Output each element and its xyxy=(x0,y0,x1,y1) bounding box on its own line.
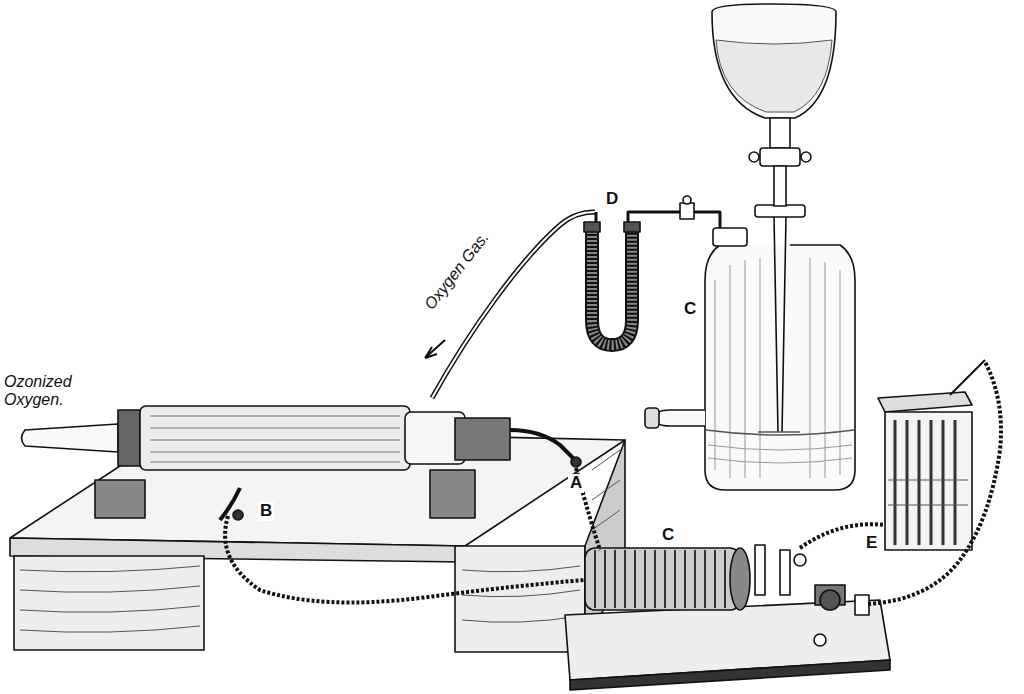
ozonizer-tube xyxy=(22,406,582,520)
part-letter: C xyxy=(660,526,676,545)
part-letter: C xyxy=(682,300,698,319)
coiled-wire xyxy=(225,362,1001,604)
rubber-tube xyxy=(432,212,595,398)
part-letter: B xyxy=(258,502,274,521)
dropping-funnel xyxy=(712,4,836,432)
gas-bottle xyxy=(645,205,855,490)
rubber-tube-highlight xyxy=(432,212,595,398)
flow-arrow xyxy=(425,340,445,358)
part-letter: A xyxy=(568,474,584,493)
battery-cell xyxy=(878,360,985,550)
part-letter: D xyxy=(604,190,620,209)
part-letter: E xyxy=(864,534,879,553)
gas-label: Oxygen Gas. xyxy=(420,227,494,315)
drying-u-tube xyxy=(584,196,720,345)
induction-coil xyxy=(565,545,890,690)
outlet-label: Ozonized Oxygen. xyxy=(2,373,98,408)
